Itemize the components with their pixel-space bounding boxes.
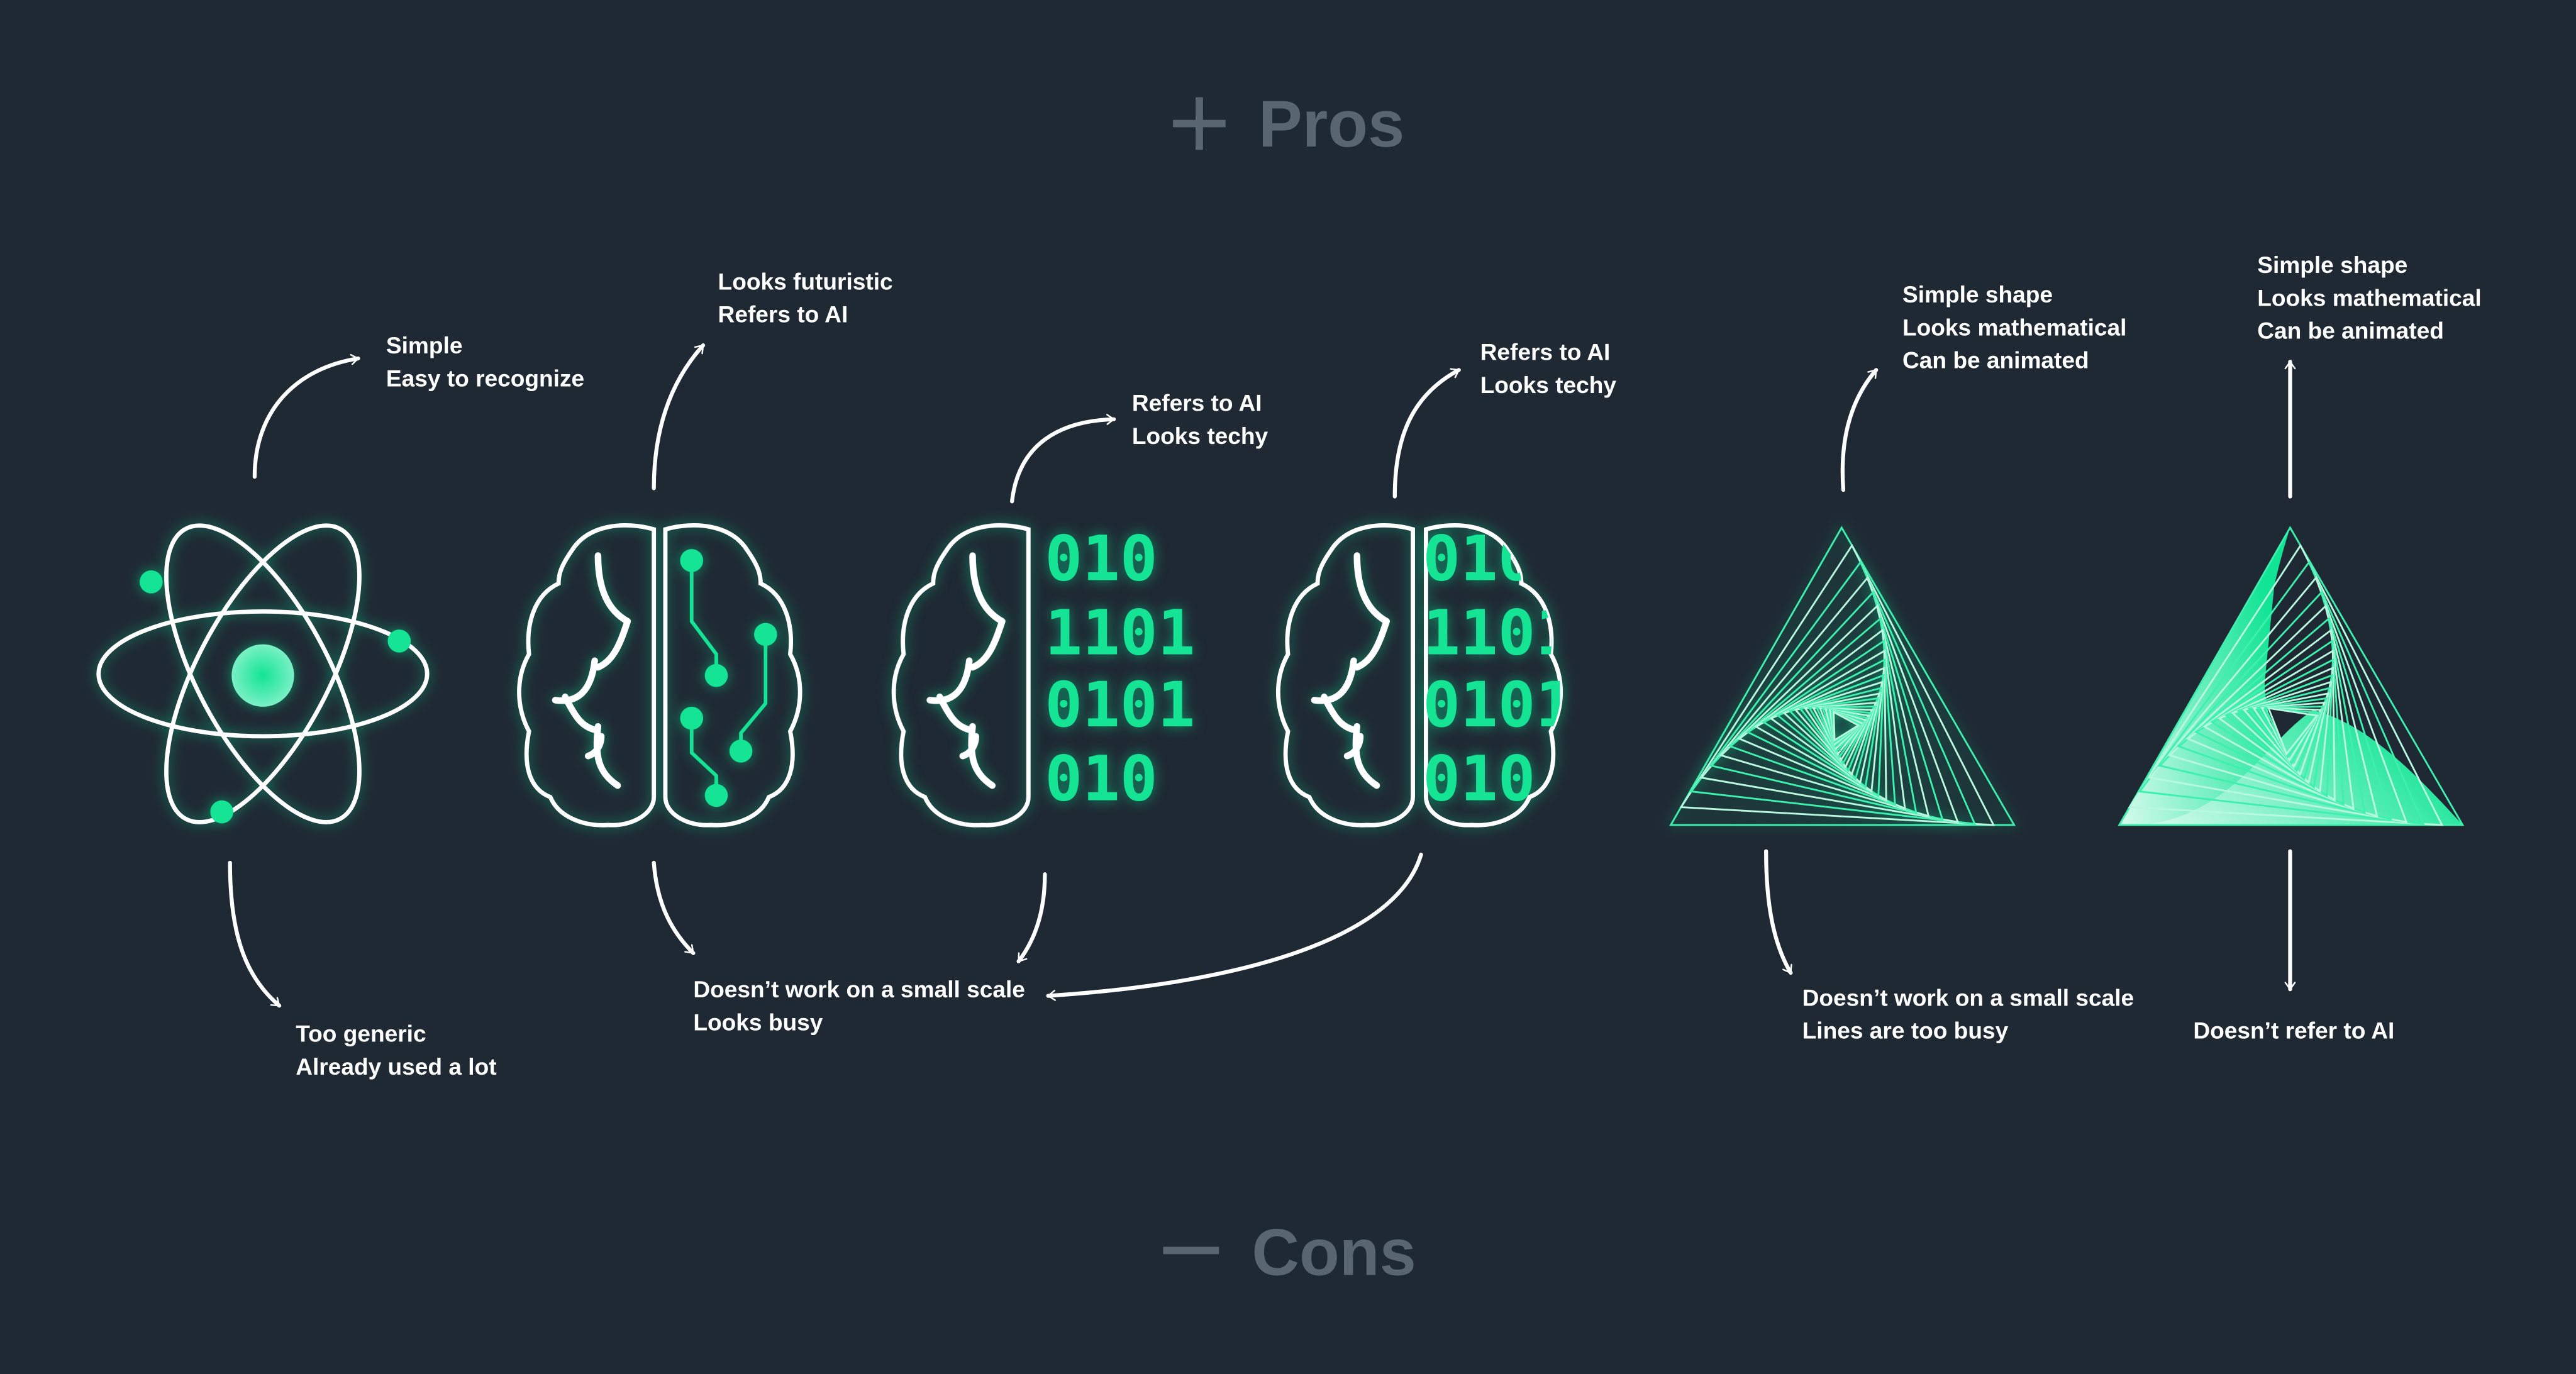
spiral-line [1803, 701, 1878, 769]
spiral-line [1775, 673, 1885, 789]
spiral-line [1824, 707, 1867, 751]
spiral-line [1782, 680, 1884, 785]
spiral-line [2158, 590, 2392, 821]
spiral-line [1689, 560, 1977, 825]
spiral-line [1709, 590, 1944, 821]
spiral-line [2128, 543, 2444, 826]
spiral-line [1821, 707, 1868, 753]
spiral-line [1699, 576, 1960, 823]
spiral-line [2224, 673, 2333, 789]
arrows [228, 343, 2296, 1008]
arrow-up-binary-brain [1010, 414, 1116, 504]
binary-row: 1101 [1423, 597, 1573, 669]
pros-label: Pros [1258, 87, 1404, 161]
spiral-line [1799, 697, 1879, 773]
spiral-line [1679, 543, 1996, 826]
binary-row: 0101 [1423, 669, 1573, 741]
binary-row: 1101 [1045, 597, 1195, 669]
spiral-line [2247, 697, 2328, 773]
spiral-line [2167, 604, 2379, 817]
spiral-line [1762, 658, 1885, 797]
arrow-up-circuit-brain [652, 343, 706, 490]
spiral-line [1746, 639, 1896, 806]
arrow-down-atom [228, 860, 282, 1008]
atom-logo [96, 523, 430, 824]
binary-brain-clipped-logo: 010 1101 0101 010 [1278, 523, 1573, 826]
plus-icon [1173, 97, 1226, 150]
pros-heading: Pros [1173, 87, 1404, 161]
spiral-line [1737, 628, 1906, 810]
arrow-up-clipped-brain [1392, 368, 1461, 499]
binary-row: 010 [1423, 743, 1535, 816]
spiral-line [2267, 707, 2319, 756]
spiral-line [2251, 701, 2326, 769]
spiral-line [2202, 649, 2336, 802]
cons-label: Cons [1252, 1216, 1416, 1290]
spiral-line [2148, 576, 2408, 823]
spiral-line [2186, 628, 2355, 810]
spiral-line [1794, 692, 1881, 777]
arrow-down-circuit-brain [652, 860, 696, 955]
spiral-triangle-logo [1669, 526, 2016, 826]
filled-triangle-cons: Doesn’t refer to AI [2193, 1017, 2394, 1044]
circuit-brain-logo [519, 525, 800, 825]
binary-row: 010 [1045, 743, 1157, 816]
spiral-line [1833, 710, 1860, 742]
spiral-line [1826, 708, 1865, 748]
spiral-line [1807, 706, 1876, 765]
spiral-line [2118, 526, 2465, 826]
spiral-line [2263, 707, 2321, 759]
spiral-line [1754, 649, 1887, 802]
arrow-down-binary-brain [1016, 872, 1047, 963]
spiral-line [1788, 687, 1882, 780]
arrow-up-spiral-triangle [1840, 368, 1879, 492]
spiral-line [1769, 666, 1885, 793]
cons-heading: Cons [1163, 1216, 1416, 1290]
arrow-down-spiral-triangle [1764, 849, 1793, 975]
spiral-line [1669, 526, 2016, 826]
spiral-line [2236, 687, 2331, 780]
spiral-line [2194, 639, 2345, 806]
spiral-line [2177, 617, 2366, 814]
arrow-up-atom [252, 353, 360, 479]
spiral-line [2138, 560, 2425, 825]
spiral-line [2210, 658, 2334, 797]
spiral-line [2231, 680, 2332, 785]
binary-row: 010 [1045, 523, 1157, 596]
spiral-line [1815, 707, 1872, 759]
spiral-line [2218, 666, 2334, 793]
spiral-line [1728, 617, 1918, 814]
arrow-down-clipped-brain [1046, 852, 1423, 1001]
binary-row: 010 [1423, 523, 1535, 596]
binary-brain-logo: 010 1101 0101 010 [894, 523, 1195, 826]
spiral-line [1818, 707, 1870, 756]
binary-row: 0101 [1045, 669, 1195, 741]
spiral-line [2242, 692, 2329, 777]
spiral-line [2256, 706, 2324, 765]
spiral-line [1719, 604, 1930, 817]
filled-spiral-triangle-logo [2118, 526, 2465, 826]
spiral-line [2260, 707, 2323, 762]
spiral-line [1811, 707, 1874, 762]
